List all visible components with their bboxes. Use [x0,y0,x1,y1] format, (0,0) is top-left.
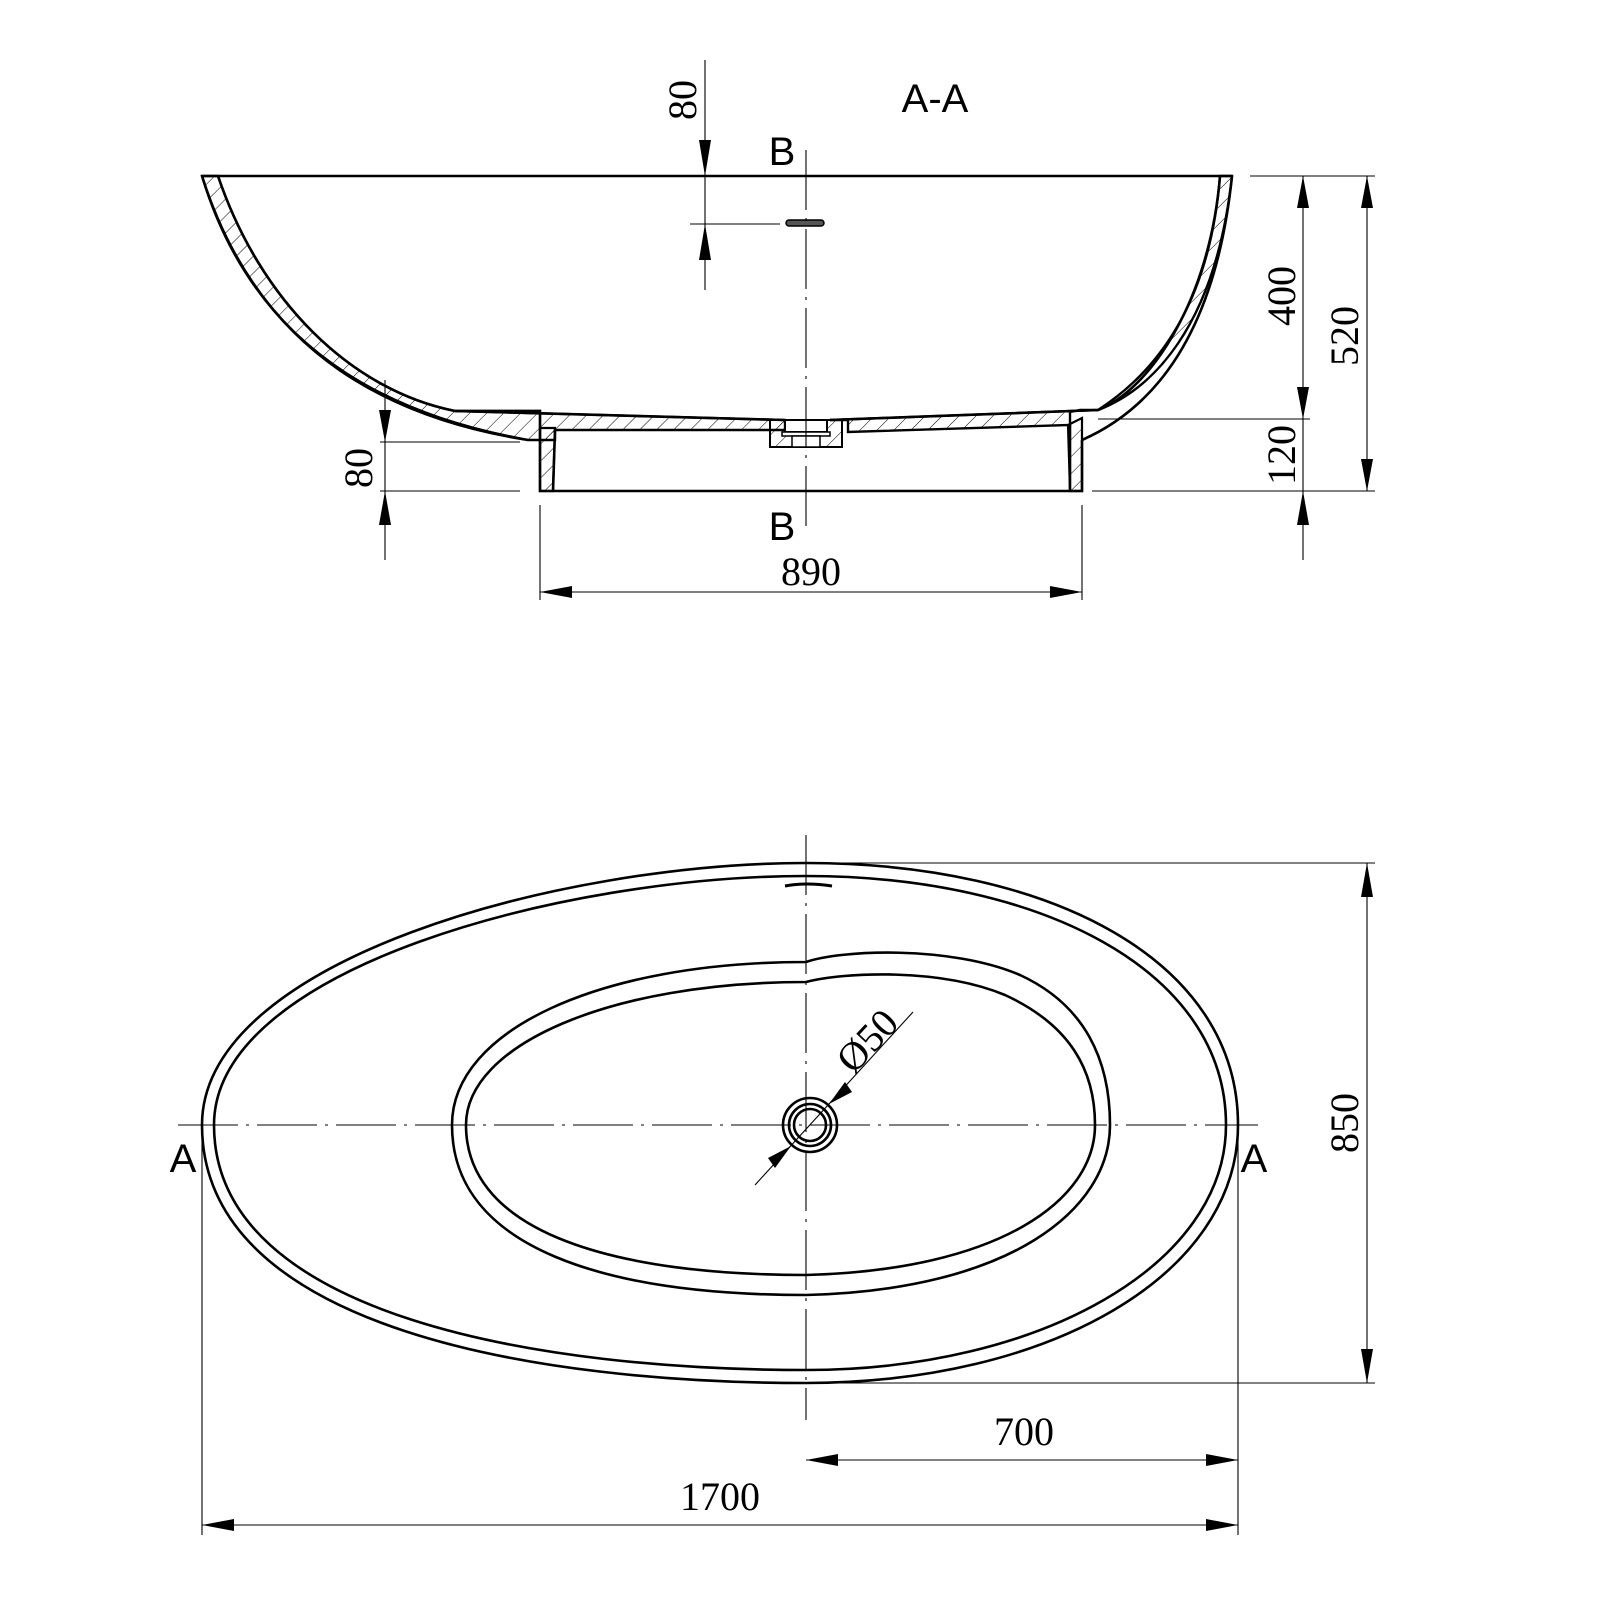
overflow-plan [784,882,833,888]
dim-drain-diameter: Ø50 [754,1000,914,1186]
left-wall-section [200,174,542,442]
cut-label-a-left: A [170,1137,197,1181]
svg-text:850: 850 [1322,1093,1367,1153]
dim-120: 120 [1259,425,1304,485]
section-view: A-A B B [200,60,1375,600]
drain-plan [781,1096,839,1154]
basin-inner-edge [464,973,1097,1277]
dim-850: 850 [806,862,1375,1384]
outer-shell-right [1081,175,1234,442]
plan-view: Ø50 A A 850 700 1700 [170,835,1375,1535]
cut-label-a-right: A [1241,1137,1268,1181]
inner-shell [216,175,1222,422]
pedestal-outline [538,440,1084,493]
pedestal-inner [551,425,1072,492]
overflow-slot [785,219,825,227]
svg-text:Ø50: Ø50 [827,1000,907,1081]
svg-text:80: 80 [336,448,381,488]
svg-text:700: 700 [994,1409,1054,1454]
dim-overflow-80: 80 [660,60,711,290]
outer-shell-left [200,175,529,442]
dim-right-stack: 400 120 520 [1092,175,1375,560]
svg-text:1700: 1700 [680,1474,760,1519]
floor-section-right [829,174,1234,434]
outer-rim [200,861,1240,1385]
dim-520: 520 [1322,306,1367,366]
dim-890: 890 [539,505,1083,600]
section-title: A-A [902,77,969,121]
svg-text:890: 890 [781,549,841,594]
cut-label-b-bottom: B [769,505,796,549]
dim-1700: 1700 [201,1135,1238,1535]
dim-700: 700 [806,1135,1239,1535]
basin-outer-edge [450,951,1112,1297]
svg-text:80: 80 [660,80,705,120]
dim-base-80: 80 [336,380,520,560]
dim-400: 400 [1259,266,1304,326]
inner-rim [212,874,1228,1372]
cut-label-b-top: B [769,130,796,174]
